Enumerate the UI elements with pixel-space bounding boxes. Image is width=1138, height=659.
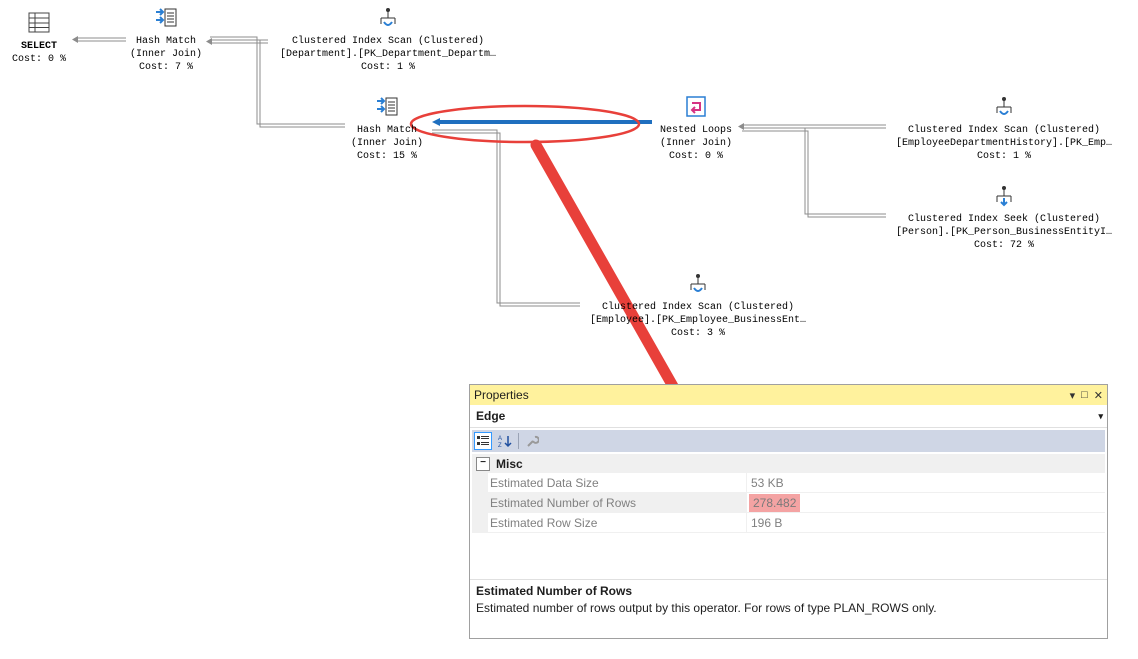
categorized-icon xyxy=(477,436,489,445)
hash-match-icon xyxy=(153,6,179,30)
node-cost: Cost: 7 % xyxy=(138,62,193,73)
property-row[interactable]: Estimated Number of Rows 278.482 xyxy=(472,493,1105,513)
node-label: Clustered Index Seek (Clustered) xyxy=(907,214,1101,225)
collapse-icon[interactable]: − xyxy=(476,456,490,471)
nested-loops-icon xyxy=(683,95,709,119)
wrench-icon xyxy=(527,435,539,447)
selected-edge[interactable] xyxy=(432,118,652,126)
property-description: Estimated Number of Rows Estimated numbe… xyxy=(470,579,1107,619)
property-pages-button[interactable] xyxy=(523,432,541,450)
node-subtitle: (Inner Join) xyxy=(129,49,202,60)
property-value-highlighted: 278.482 xyxy=(749,493,801,512)
node-cost: Cost: 72 % xyxy=(973,240,1034,251)
index-scan-icon xyxy=(375,6,401,30)
node-label: Hash Match xyxy=(135,36,196,47)
node-subtitle: [Person].[PK_Person_BusinessEntityI… xyxy=(895,227,1113,238)
property-name: Estimated Row Size xyxy=(488,513,747,532)
sort-az-icon: AZ xyxy=(498,436,512,448)
node-subtitle: [Department].[PK_Department_Departm… xyxy=(279,49,497,60)
node-subtitle: (Inner Join) xyxy=(659,138,732,149)
plan-node-select[interactable]: SELECT Cost: 0 % xyxy=(8,11,70,66)
node-cost: Cost: 3 % xyxy=(670,328,725,339)
property-value: 53 KB xyxy=(751,475,784,490)
maximize-icon[interactable]: □ xyxy=(1081,388,1088,401)
node-subtitle: [Employee].[PK_Employee_BusinessEnt… xyxy=(589,315,807,326)
property-name: Estimated Data Size xyxy=(488,473,747,492)
description-text: Estimated number of rows output by this … xyxy=(476,601,937,615)
table-icon xyxy=(26,11,52,35)
properties-title-bar: Properties ▾ □ ✕ xyxy=(470,385,1107,405)
node-label: Hash Match xyxy=(356,125,417,136)
plan-node-hash-match-2[interactable]: Hash Match (Inner Join) Cost: 15 % xyxy=(339,95,435,163)
node-label: Clustered Index Scan (Clustered) xyxy=(907,125,1101,136)
description-title: Estimated Number of Rows xyxy=(476,584,633,598)
close-icon[interactable]: ✕ xyxy=(1093,389,1103,402)
plan-node-seek-person[interactable]: Clustered Index Seek (Clustered) [Person… xyxy=(884,184,1124,252)
node-label: Clustered Index Scan (Clustered) xyxy=(291,36,485,47)
index-scan-icon xyxy=(991,95,1017,119)
node-subtitle: (Inner Join) xyxy=(350,138,423,149)
object-selector[interactable]: Edge ▾ xyxy=(470,405,1107,428)
properties-title: Properties xyxy=(474,388,529,402)
category-row[interactable]: − Misc xyxy=(472,454,1105,473)
property-row[interactable]: Estimated Row Size 196 B xyxy=(472,513,1105,533)
property-grid: − Misc Estimated Data Size 53 KB Estimat… xyxy=(472,454,1105,533)
toolbar-separator xyxy=(518,433,519,449)
plan-node-scan-employee-dept-history[interactable]: Clustered Index Scan (Clustered) [Employ… xyxy=(884,95,1124,163)
dropdown-icon[interactable]: ▾ xyxy=(1069,389,1076,402)
node-cost: Cost: 1 % xyxy=(360,62,415,73)
index-seek-icon xyxy=(991,184,1017,208)
category-label: Misc xyxy=(496,456,523,471)
plan-node-nested-loops[interactable]: Nested Loops (Inner Join) Cost: 0 % xyxy=(648,95,744,163)
node-cost: Cost: 0 % xyxy=(668,151,723,162)
categorized-button[interactable] xyxy=(474,432,492,450)
plan-node-scan-department[interactable]: Clustered Index Scan (Clustered) [Depart… xyxy=(268,6,508,74)
selected-object-label: Edge xyxy=(476,409,506,423)
node-cost: Cost: 15 % xyxy=(356,151,417,162)
plan-node-scan-employee[interactable]: Clustered Index Scan (Clustered) [Employ… xyxy=(578,272,818,340)
node-label: Clustered Index Scan (Clustered) xyxy=(601,302,795,313)
node-label: SELECT xyxy=(20,41,57,52)
node-subtitle: [EmployeeDepartmentHistory].[PK_Emp… xyxy=(895,138,1113,149)
hash-match-icon xyxy=(374,95,400,119)
svg-text:Z: Z xyxy=(498,443,502,448)
node-cost: Cost: 0 % xyxy=(11,54,66,65)
svg-text:A: A xyxy=(498,436,502,442)
property-name: Estimated Number of Rows xyxy=(488,493,747,512)
property-value: 196 B xyxy=(751,515,783,530)
node-label: Nested Loops xyxy=(659,125,732,136)
index-scan-icon xyxy=(685,272,711,296)
node-cost: Cost: 1 % xyxy=(976,151,1031,162)
highlight-ellipse xyxy=(409,104,641,144)
property-row[interactable]: Estimated Data Size 53 KB xyxy=(472,473,1105,493)
chevron-down-icon: ▾ xyxy=(1098,410,1103,421)
plan-node-hash-match-1[interactable]: Hash Match (Inner Join) Cost: 7 % xyxy=(118,6,214,74)
